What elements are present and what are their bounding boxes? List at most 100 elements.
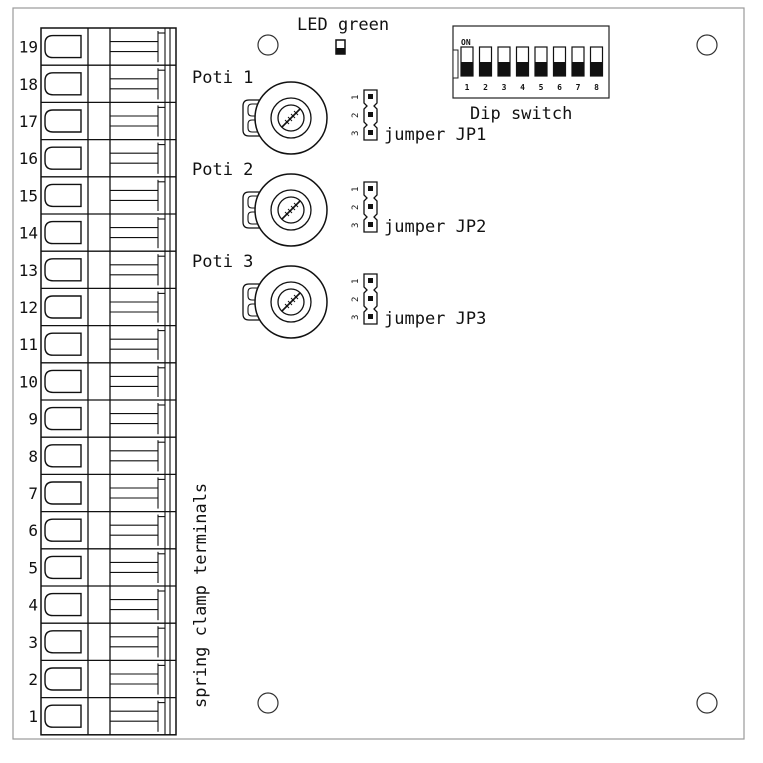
dip-switch-lever [461,62,473,76]
potentiometer-pin [247,303,262,317]
jumper-pin-number: 1 [351,187,361,192]
jumper-pin-number: 2 [351,297,361,302]
terminal-wire-entry [44,258,82,282]
jumper-pin [368,186,373,191]
dip-switch-lever [572,62,584,76]
terminal: 4 [28,585,176,621]
potentiometer: Poti 3 1 2 3 jumper JP3 [192,252,486,339]
potentiometer-pin [247,103,262,117]
terminal: 5 [28,548,176,583]
jumper-pin-number: 3 [351,315,361,320]
jumper-label: jumper JP2 [384,217,486,237]
terminal-number: 2 [28,670,38,689]
jumper-header: 1 2 3 jumper JP3 [351,273,486,329]
dip-switch-lever [516,62,529,76]
potentiometer-hatch [284,211,290,217]
terminal: 2 [28,659,176,695]
dip-switch-number: 4 [520,83,525,92]
potentiometer-hatch [284,119,290,125]
terminal: 17 [19,101,176,137]
terminal: 16 [19,138,176,174]
potentiometer-hatch [290,297,296,303]
dip-switch-position: 6 [552,46,567,92]
dip-switch-lever [553,62,566,76]
terminal-wire-entry [44,481,82,505]
terminal-wire-entry [44,444,82,468]
terminal: 10 [19,362,176,397]
terminal-number: 11 [19,335,38,354]
terminal-number: 5 [28,558,38,577]
terminal: 18 [19,64,176,100]
led-label: LED green [297,15,389,35]
terminal-number: 3 [28,633,38,652]
potentiometer-slot [281,108,301,128]
dip-switch-position: 5 [534,46,548,92]
potentiometer-label: Poti 3 [192,252,253,272]
potentiometer-pin [247,119,262,133]
terminal-number: 9 [28,410,38,429]
potentiometer-hatch [284,303,290,309]
terminal-wire-entry [44,34,82,59]
mounting-hole-bottom-left [257,692,279,714]
dip-switch-number: 6 [557,83,562,92]
potentiometer-hatch [287,116,293,122]
dip-switch-position: 1 [460,46,474,92]
terminal-wire-entry [44,72,82,96]
terminal-number: 18 [19,75,38,94]
dip-switch-end-tab [452,49,459,79]
jumper-pin-number: 2 [351,205,361,210]
potentiometer-hatch [287,208,293,214]
jumper-label: jumper JP1 [384,125,486,145]
mounting-hole-bottom-right [696,692,718,714]
terminal: 14 [19,213,176,249]
terminal-wire-entry [44,146,82,170]
potentiometer-pin [247,211,262,225]
jumper-pin-number: 3 [351,131,361,136]
dip-switch-label: Dip switch [470,104,572,124]
terminal: 15 [19,176,176,211]
terminal: 13 [19,250,176,286]
dip-switch-body [452,25,610,99]
terminal-wire-entry [44,630,82,654]
potentiometer-hatch [293,110,299,116]
terminal-wire-entry [44,109,82,133]
terminal-number: 8 [28,447,38,466]
terminal-number: 12 [19,298,38,317]
jumper-pin-number: 1 [351,279,361,284]
potentiometer-hatch [290,205,296,211]
jumper-pin [368,204,373,209]
dip-switch-position: 2 [478,46,493,92]
terminal-block-label: spring clamp terminals [191,483,211,708]
terminal: 9 [28,399,176,435]
terminal-wire-entry [44,518,82,542]
dip-switch-lever [590,62,603,76]
jumper-pin [368,94,373,99]
terminal-number: 14 [19,224,38,243]
jumper-pin [368,112,373,117]
terminal-number: 1 [28,707,38,726]
led-mark [336,48,345,54]
terminal-number: 4 [28,596,38,615]
jumper-label: jumper JP3 [384,309,486,329]
mounting-hole-top-right [696,34,718,56]
terminal: 8 [28,436,176,472]
terminal-number: 10 [19,372,38,391]
potentiometer-pin [247,287,262,301]
potentiometer-hatch [287,300,293,306]
terminal-number: 15 [19,186,38,205]
potentiometer-hatch [290,113,296,119]
potentiometer-hatch [293,294,299,300]
terminal-wire-entry [44,592,82,617]
terminal-wire-entry [44,220,82,245]
potentiometer-label: Poti 1 [192,68,253,88]
potentiometer-slot [281,200,301,220]
board-outline [12,7,745,740]
dip-switch-position: 8 [589,46,604,92]
terminal: 1 [28,696,176,732]
dip-switch-number: 8 [594,83,599,92]
